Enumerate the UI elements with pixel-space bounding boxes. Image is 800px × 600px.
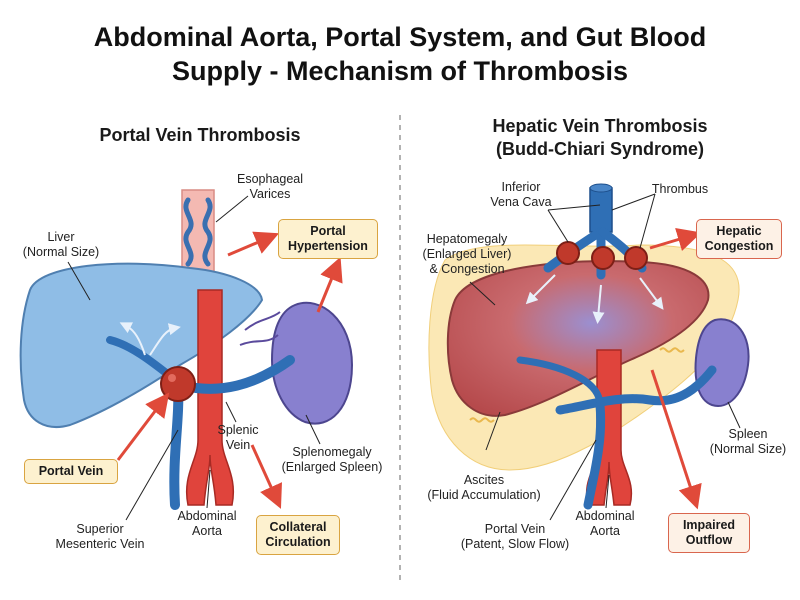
thrombus-left <box>556 241 580 265</box>
leader-ascites <box>485 411 501 451</box>
spleen-normal <box>694 318 750 407</box>
callout-collateral-circulation: Collateral Circulation <box>256 515 340 555</box>
callout-impaired-outflow: Impaired Outflow <box>668 513 750 553</box>
label-hepatomegaly: Hepatomegaly (Enlarged Liver) & Congesti… <box>422 232 512 276</box>
flow-arrow-1 <box>119 322 146 356</box>
arrow-to-portal-hypertension <box>227 231 280 257</box>
varix-right <box>202 197 213 267</box>
thrombus-highlight <box>168 374 176 382</box>
leader-aorta-right <box>605 474 610 509</box>
spleen-enlarged <box>270 301 354 425</box>
thrombus-middle <box>591 246 615 270</box>
arrow-spleen-up <box>316 256 343 313</box>
leader-thrombus <box>611 193 656 211</box>
thrombus-right <box>624 246 648 270</box>
main-title: Abdominal Aorta, Portal System, and Gut … <box>93 22 707 86</box>
arrow-collateral <box>250 444 282 509</box>
portal-vein-branch-right <box>516 356 604 409</box>
label-thrombus: Thrombus <box>651 182 709 196</box>
right-illustration <box>428 183 750 521</box>
superior-mesenteric-vein <box>169 380 184 510</box>
arrow-to-impaired-outflow <box>650 369 702 510</box>
collateral-vessel-1 <box>244 311 281 331</box>
leader-splenomegaly <box>305 414 321 445</box>
leader-ivc-1 <box>547 209 569 243</box>
flow-arrow-4 <box>592 284 605 324</box>
ascites-wave-2 <box>469 417 495 423</box>
callout-portal-vein: Portal Vein <box>24 459 118 484</box>
varix-left <box>183 197 194 267</box>
label-abdominal-aorta-right: Abdominal Aorta <box>575 509 635 538</box>
collateral-vessel-2 <box>239 334 279 346</box>
inferior-vena-cava <box>589 187 613 233</box>
leader-ivc-2 <box>547 204 601 211</box>
leader-splenic-vein <box>225 401 237 423</box>
arrow-portal-vein <box>116 392 170 461</box>
label-splenic-vein: Splenic Vein <box>217 423 259 452</box>
flow-arrow-2 <box>149 323 181 356</box>
leader-hepatomegaly <box>469 281 496 306</box>
leader-varices <box>215 195 249 223</box>
portal-vein-right <box>583 400 606 510</box>
flow-arrow-5 <box>639 277 664 310</box>
label-splenomegaly: Splenomegaly (Enlarged Spleen) <box>281 445 383 474</box>
left-panel-title: Portal Vein Thrombosis <box>99 125 301 145</box>
arrow-to-hepatic-congestion <box>649 227 702 251</box>
portal-thrombus <box>160 366 196 402</box>
ascites-wave-3 <box>659 347 685 353</box>
label-liver-normal: Liver (Normal Size) <box>22 230 100 259</box>
ivc-opening <box>589 183 613 193</box>
leader-liver <box>67 261 91 301</box>
leader-portal-vein-right <box>549 439 597 521</box>
splenic-vein-right <box>555 365 717 415</box>
label-ascites: Ascites (Fluid Accumulation) <box>427 473 541 502</box>
abdominal-aorta-left <box>186 289 234 506</box>
label-spleen-normal: Spleen (Normal Size) <box>709 427 787 456</box>
callout-portal-hypertension: Portal Hypertension <box>278 219 378 259</box>
label-esophageal-varices: Esophageal Varices <box>236 172 304 201</box>
leader-aorta-left <box>206 469 211 509</box>
label-abdominal-aorta-left: Abdominal Aorta <box>177 509 237 538</box>
left-illustration <box>19 189 354 521</box>
leader-spleen <box>727 401 741 429</box>
label-portal-vein-right: Portal Vein (Patent, Slow Flow) <box>460 522 570 551</box>
flow-arrow-3 <box>525 274 556 305</box>
callout-hepatic-congestion: Hepatic Congestion <box>696 219 782 259</box>
right-panel-title: Hepatic Vein Thrombosis (Budd-Chiari Syn… <box>492 116 708 159</box>
label-superior-mesenteric-vein: Superior Mesenteric Vein <box>55 522 145 551</box>
leader-smv <box>125 429 179 521</box>
label-inferior-vena-cava: Inferior Vena Cava <box>490 180 552 209</box>
leader-thrombus-2 <box>639 193 656 249</box>
